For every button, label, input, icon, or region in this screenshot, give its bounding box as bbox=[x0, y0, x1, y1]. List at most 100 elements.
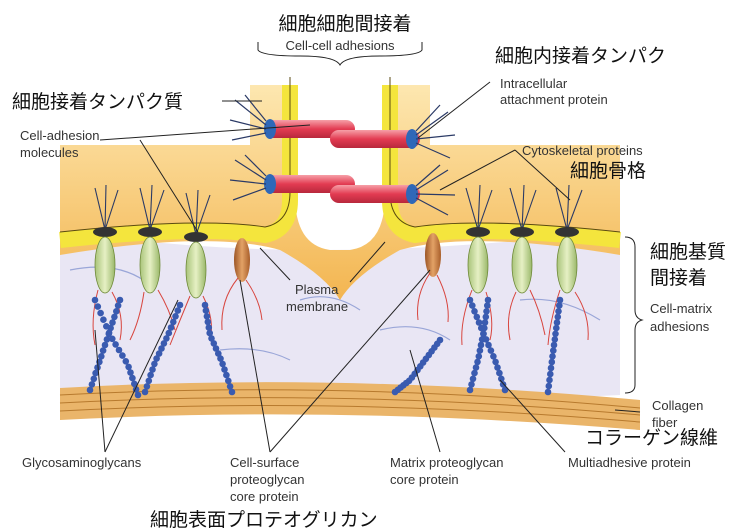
gag-bead bbox=[552, 331, 559, 338]
gag-bead bbox=[476, 353, 483, 360]
gag-bead bbox=[555, 314, 562, 321]
label-jp-cell-cell: 細胞細胞間接着 bbox=[278, 13, 411, 35]
gag-bead bbox=[548, 365, 555, 372]
gag-bead bbox=[91, 376, 98, 383]
label-jp-cell-matrix-2: 間接着 bbox=[650, 267, 707, 289]
gag-bead bbox=[100, 316, 107, 323]
gag-bead bbox=[549, 353, 556, 360]
gag-bead bbox=[205, 319, 212, 326]
label-en-gag: Glycosaminoglycans bbox=[22, 455, 142, 470]
label-jp-csp: 細胞表面プロテオグリカン bbox=[150, 509, 378, 531]
gag-bead bbox=[392, 389, 399, 396]
gag-bead bbox=[119, 352, 126, 359]
gag-bead bbox=[483, 308, 490, 315]
gag-bead bbox=[95, 303, 102, 310]
gag-bead bbox=[556, 302, 563, 309]
label-jp-collagen: コラーゲン線維 bbox=[585, 427, 718, 449]
gag-bead bbox=[478, 342, 485, 349]
label-en-intracellular-2: attachment protein bbox=[500, 92, 608, 107]
gag-bead bbox=[127, 369, 134, 376]
gag-bead bbox=[102, 342, 109, 349]
gag-bead bbox=[202, 302, 209, 309]
gag-bead bbox=[219, 361, 226, 368]
gag-bead bbox=[492, 359, 499, 366]
gag-bead bbox=[112, 341, 119, 348]
label-en-intracellular-1: Intracellular bbox=[500, 76, 568, 91]
gag-bead bbox=[203, 307, 210, 314]
gag-bead bbox=[485, 297, 492, 304]
gag-bead bbox=[204, 313, 211, 320]
gag-bead bbox=[116, 347, 123, 354]
gag-bead bbox=[123, 358, 130, 365]
gag-bead bbox=[221, 366, 228, 373]
gag-bead bbox=[97, 310, 104, 317]
label-en-plasma-1: Plasma bbox=[295, 282, 339, 297]
gag-bead bbox=[106, 330, 113, 337]
gag-bead bbox=[469, 302, 476, 309]
gag-bead bbox=[149, 366, 156, 373]
gag-bead bbox=[474, 359, 481, 366]
label-jp-intracellular: 細胞内接着タンパク bbox=[495, 45, 666, 67]
label-en-mpc-2: core protein bbox=[390, 472, 459, 487]
gag-bead bbox=[129, 375, 136, 382]
label-en-csp-2: proteoglycan bbox=[230, 472, 304, 487]
gag-bead bbox=[546, 383, 553, 390]
label-en-cell-matrix-2: adhesions bbox=[650, 319, 710, 334]
gag-bead bbox=[547, 371, 554, 378]
gag-bead bbox=[146, 378, 153, 385]
gag-bead bbox=[227, 383, 234, 390]
gag-bead bbox=[551, 342, 558, 349]
label-en-cell-cell: Cell-cell adhesions bbox=[285, 38, 395, 53]
gag-bead bbox=[553, 325, 560, 332]
gag-bead bbox=[115, 302, 122, 309]
label-en-plasma-2: membrane bbox=[286, 299, 348, 314]
label-jp-cell-matrix-1: 細胞基質 bbox=[650, 241, 726, 263]
gag-bead bbox=[488, 347, 495, 354]
label-en-cell-matrix-1: Cell-matrix bbox=[650, 301, 713, 316]
label-en-collagen-1: Collagen bbox=[652, 398, 703, 413]
gag-bead bbox=[550, 347, 557, 354]
gag-bead bbox=[229, 389, 236, 396]
label-en-cytoskeletal: Cytoskeletal proteins bbox=[522, 143, 643, 158]
gag-bead bbox=[117, 297, 124, 304]
gag-bead bbox=[494, 364, 501, 371]
label-jp-cam: 細胞接着タンパク質 bbox=[12, 91, 183, 113]
gag-bead bbox=[206, 324, 213, 331]
gag-bead bbox=[468, 381, 475, 388]
gag-bead bbox=[92, 297, 99, 304]
gag-bead bbox=[151, 361, 158, 368]
gag-bead bbox=[549, 359, 556, 366]
gag-bead bbox=[478, 325, 485, 332]
gag-bead bbox=[477, 347, 484, 354]
gag-bead bbox=[552, 336, 559, 343]
gag-bead bbox=[484, 302, 491, 309]
label-jp-cytoskeleton: 細胞骨格 bbox=[570, 160, 646, 182]
gag-bead bbox=[496, 370, 503, 377]
gag-bead bbox=[482, 319, 489, 326]
gag-bead bbox=[546, 377, 553, 384]
gag-bead bbox=[142, 389, 149, 396]
gag-bead bbox=[471, 370, 478, 377]
gag-bead bbox=[135, 392, 142, 399]
gag-bead bbox=[103, 323, 110, 330]
gag-bead bbox=[225, 378, 232, 385]
gag-bead bbox=[109, 336, 116, 343]
gag-bead bbox=[87, 387, 94, 394]
gag-bead bbox=[100, 347, 107, 354]
gag-bead bbox=[557, 297, 564, 304]
label-en-csp-1: Cell-surface bbox=[230, 455, 299, 470]
gag-bead bbox=[483, 314, 490, 321]
gag-bead bbox=[175, 307, 182, 314]
label-en-mpc-1: Matrix proteoglycan bbox=[390, 455, 503, 470]
gag-bead bbox=[111, 314, 118, 321]
label-en-cam-2: molecules bbox=[20, 145, 79, 160]
gag-bead bbox=[109, 319, 116, 326]
gag-bead bbox=[470, 376, 477, 383]
label-en-multi: Multiadhesive protein bbox=[568, 455, 691, 470]
gag-bead bbox=[555, 308, 562, 315]
gag-bead bbox=[223, 372, 230, 379]
label-en-cam-1: Cell-adhesion bbox=[20, 128, 100, 143]
gag-bead bbox=[545, 389, 552, 396]
gag-bead bbox=[473, 364, 480, 371]
